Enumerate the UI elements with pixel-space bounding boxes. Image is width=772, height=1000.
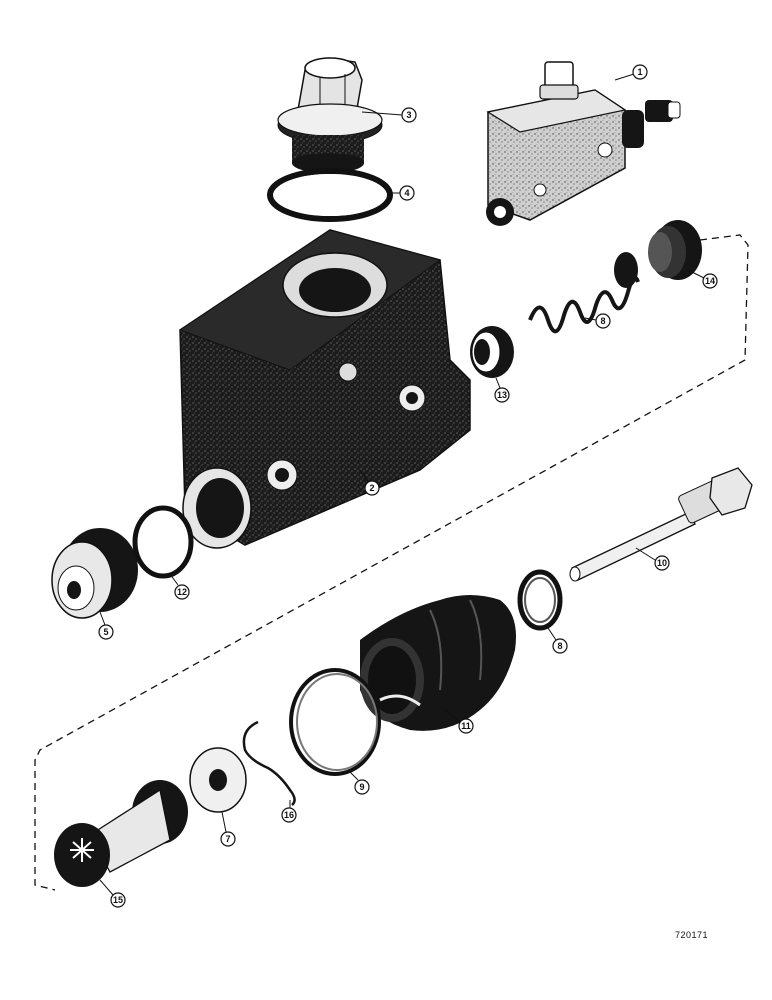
callout-2: 2 xyxy=(359,469,380,496)
end-cap xyxy=(648,220,702,280)
drawing-number: 720171 xyxy=(675,930,709,940)
push-rod xyxy=(569,467,753,582)
callout-11: 11 xyxy=(444,709,474,734)
svg-text:15: 15 xyxy=(113,895,123,905)
svg-text:3: 3 xyxy=(406,110,411,120)
assembly-guide-line xyxy=(34,234,749,891)
svg-text:10: 10 xyxy=(657,558,667,568)
return-spring xyxy=(528,252,640,334)
callout-3: 3 xyxy=(361,107,417,123)
svg-text:7: 7 xyxy=(225,834,230,844)
callout-7: 7 xyxy=(220,811,236,847)
svg-text:12: 12 xyxy=(177,587,187,597)
assembled-master-cylinder xyxy=(486,61,681,226)
callout-10-pushrod: 10 xyxy=(635,547,670,571)
callout-16: 16 xyxy=(281,800,297,823)
callout-13: 13 xyxy=(494,377,510,403)
callout-14: 14 xyxy=(687,269,718,289)
svg-text:5: 5 xyxy=(103,627,108,637)
snap-ring xyxy=(289,668,381,776)
primary-cup xyxy=(470,326,514,378)
spring-clip xyxy=(242,720,296,806)
callout-8-spring: 8 xyxy=(584,313,611,329)
callout-8-ring: 8 xyxy=(547,627,568,654)
svg-text:8: 8 xyxy=(600,316,605,326)
svg-text:13: 13 xyxy=(497,390,507,400)
end-fitting xyxy=(51,528,138,619)
body-gasket-ring xyxy=(132,505,194,579)
dust-boot xyxy=(360,595,516,731)
washer xyxy=(189,747,247,813)
filler-plug xyxy=(277,57,383,173)
callout-15: 15 xyxy=(99,879,126,908)
callout-4: 4 xyxy=(390,185,415,201)
callout-9: 9 xyxy=(349,771,370,795)
master-cylinder-body xyxy=(178,229,471,549)
svg-text:2: 2 xyxy=(369,483,374,493)
filler-plug-gasket xyxy=(267,168,393,222)
svg-text:1: 1 xyxy=(637,67,642,77)
svg-text:9: 9 xyxy=(359,782,364,792)
svg-text:4: 4 xyxy=(404,188,409,198)
callout-1: 1 xyxy=(614,64,648,81)
svg-text:11: 11 xyxy=(461,721,471,731)
callouts: 1 3 4 14 8 13 2 xyxy=(98,64,718,908)
callout-12: 12 xyxy=(169,573,190,600)
svg-text:8: 8 xyxy=(557,641,562,651)
svg-text:16: 16 xyxy=(284,810,294,820)
piston xyxy=(54,780,188,887)
callout-5: 5 xyxy=(98,611,114,640)
svg-text:14: 14 xyxy=(705,276,715,286)
retainer-ring xyxy=(517,569,563,631)
